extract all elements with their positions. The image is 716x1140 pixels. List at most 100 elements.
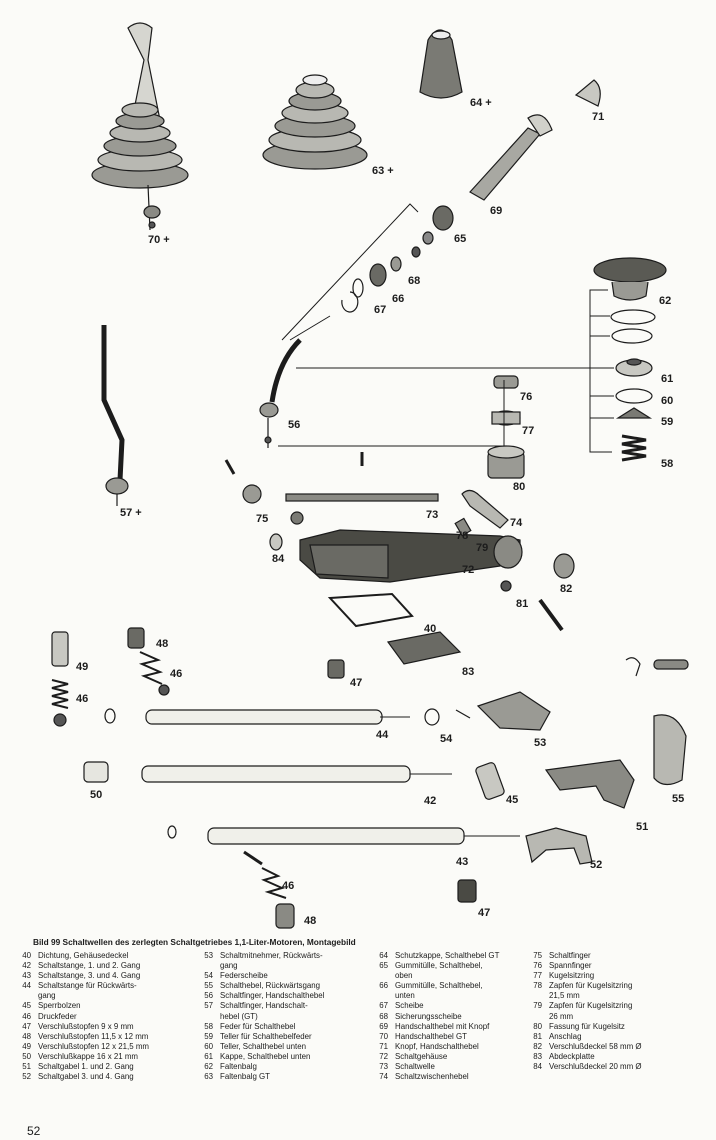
legend-part-number: 61 bbox=[204, 1051, 213, 1061]
legend-part-number: 49 bbox=[22, 1041, 31, 1051]
legend-part-description: Zapfen für Kugelsitzring 21,5 mm bbox=[549, 981, 633, 1001]
legend-part-number: 72 bbox=[379, 1051, 388, 1061]
label-42: 42 bbox=[424, 795, 436, 807]
legend-part-number: 83 bbox=[533, 1051, 542, 1061]
legend-part-description: Faltenbalg bbox=[220, 1062, 257, 1072]
label-73: 73 bbox=[426, 509, 438, 521]
label-46-lower: 46 bbox=[282, 880, 294, 892]
label-51: 51 bbox=[636, 821, 648, 833]
part-45-locking-bolt bbox=[475, 762, 505, 800]
label-78: 78 bbox=[456, 530, 468, 542]
legend-part-description: Handschalthebel GT bbox=[395, 1031, 467, 1041]
legend-part-number: 52 bbox=[22, 1072, 31, 1082]
part-76-tension-finger bbox=[493, 375, 519, 389]
legend-part-description: Schaltstange, 1. und 2. Gang bbox=[38, 961, 141, 971]
label-71: 71 bbox=[592, 111, 604, 123]
label-64: 64 + bbox=[470, 97, 492, 109]
part-56-shift-finger bbox=[259, 338, 302, 448]
label-72: 72 bbox=[462, 564, 474, 576]
legend-item: 58 Feder für Schalthebel bbox=[199, 1022, 379, 1032]
legend-part-description: Dichtung, Gehäusedeckel bbox=[38, 951, 129, 960]
label-59: 59 bbox=[661, 416, 673, 428]
label-55: 55 bbox=[672, 793, 684, 805]
part-shaft-stub bbox=[538, 598, 564, 632]
legend-part-number: 81 bbox=[533, 1031, 542, 1041]
label-76: 76 bbox=[520, 391, 532, 403]
legend-item: 50 Verschlußkappe 16 x 21 mm bbox=[17, 1052, 207, 1062]
legend-part-number: 84 bbox=[533, 1062, 542, 1072]
legend-part-number: 46 bbox=[22, 1011, 31, 1021]
legend-part-number: 76 bbox=[533, 961, 542, 971]
part-77-ball-seat-ring bbox=[491, 410, 521, 426]
part-50-cap bbox=[83, 761, 109, 783]
label-53: 53 bbox=[534, 737, 546, 749]
part-73-shift-shaft bbox=[285, 452, 439, 502]
part-57-shift-finger-gt bbox=[101, 325, 129, 506]
legend-part-description: Abdeckplatte bbox=[549, 1051, 595, 1061]
part-68-circlip bbox=[341, 231, 434, 313]
legend-part-number: 60 bbox=[204, 1041, 213, 1051]
label-48-top: 48 bbox=[156, 638, 168, 650]
assembly-bracket-bellows bbox=[296, 289, 614, 453]
part-84-cover bbox=[269, 533, 283, 551]
label-43: 43 bbox=[456, 856, 468, 868]
part-82-cover-58mm bbox=[553, 553, 575, 579]
page-number: 52 bbox=[27, 1124, 41, 1138]
label-80: 80 bbox=[513, 481, 525, 493]
label-60: 60 bbox=[661, 395, 673, 407]
label-84: 84 bbox=[272, 553, 285, 565]
legend-part-description: Verschlußstopfen 9 x 9 mm bbox=[38, 1021, 134, 1031]
legend-part-description: Schaltgehäuse bbox=[395, 1051, 448, 1061]
label-54: 54 bbox=[440, 733, 453, 745]
legend-part-description: Schaltmitnehmer, Rückwärts- gang bbox=[220, 951, 323, 971]
legend-part-description: Sperrbolzen bbox=[38, 1001, 81, 1011]
legend-part-description: Teller für Schalthebelfeder bbox=[220, 1031, 312, 1041]
label-83: 83 bbox=[462, 666, 474, 678]
legend-part-number: 56 bbox=[204, 991, 213, 1001]
legend-part-description: Schalthebel, Rückwärtsgang bbox=[220, 981, 321, 991]
part-52-fork-3-4 bbox=[525, 827, 593, 865]
legend-part-number: 48 bbox=[22, 1031, 31, 1041]
legend-part-description: Kugelsitzring bbox=[549, 971, 595, 981]
legend-part-number: 58 bbox=[204, 1021, 213, 1031]
legend-part-number: 66 bbox=[379, 981, 388, 991]
figure-caption: Bild 99 Schaltwellen des zerlegten Schal… bbox=[33, 937, 703, 947]
legend-part-number: 71 bbox=[379, 1041, 388, 1051]
legend-part-description: Feder für Schalthebel bbox=[220, 1021, 296, 1031]
legend-part-number: 50 bbox=[22, 1051, 31, 1061]
legend-part-number: 65 bbox=[379, 961, 388, 971]
legend-part-description: Kappe, Schalthebel unten bbox=[220, 1051, 311, 1061]
label-44: 44 bbox=[376, 729, 389, 741]
legend-part-description: Spannfinger bbox=[549, 961, 592, 971]
legend-part-description: Verschlußkappe 16 x 21 mm bbox=[38, 1051, 138, 1061]
legend-part-number: 59 bbox=[204, 1031, 213, 1041]
legend-part-description: Anschlag bbox=[549, 1031, 582, 1041]
part-59-spring-plate bbox=[615, 407, 653, 419]
label-46-left: 46 bbox=[76, 693, 88, 705]
legend-item: 61 Kappe, Schalthebel unten bbox=[199, 1052, 379, 1062]
legend-part-number: 45 bbox=[22, 1001, 31, 1011]
part-81-stop bbox=[500, 580, 512, 592]
label-70: 70 + bbox=[148, 234, 170, 246]
label-58: 58 bbox=[661, 458, 673, 470]
legend-part-number: 73 bbox=[379, 1062, 388, 1072]
legend-part-number: 64 bbox=[379, 951, 388, 960]
part-64-cap bbox=[419, 29, 463, 99]
legend-part-number: 82 bbox=[533, 1041, 542, 1051]
label-65: 65 bbox=[454, 233, 466, 245]
part-66-grommet-lower bbox=[369, 256, 402, 287]
legend-part-description: Schaltstange, 3. und 4. Gang bbox=[38, 971, 141, 981]
